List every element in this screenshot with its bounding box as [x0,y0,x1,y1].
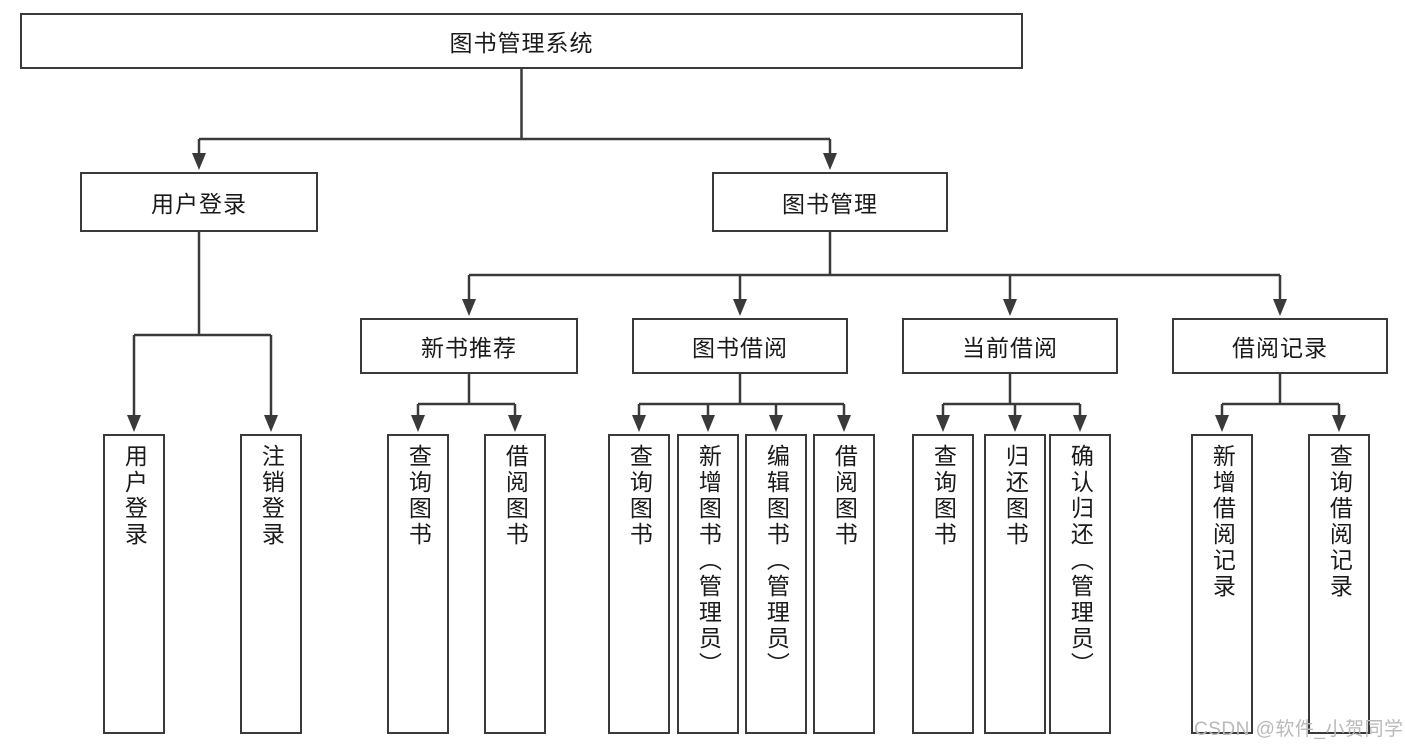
node-book-manage[interactable]: 图书管理 [712,172,948,232]
node-label: 当前借阅 [962,335,1058,361]
node-label: 图书管理 [782,191,878,217]
node-leaf-rec-query-record[interactable]: 查询借阅记录 [1308,434,1370,734]
node-borrow-record[interactable]: 借阅记录 [1172,318,1388,374]
node-book-borrow[interactable]: 图书借阅 [632,318,848,374]
node-label: 查询借阅记录 [1326,444,1353,600]
node-leaf-borrow-borrow-book[interactable]: 借阅图书 [813,434,875,734]
node-leaf-cur-query-book[interactable]: 查询图书 [912,434,974,734]
arrowhead-book-manage [823,153,837,170]
watermark-label: CSDN @软件_小贺同学 [1194,719,1404,740]
node-leaf-rec-borrow-book[interactable]: 借阅图书 [484,434,546,734]
node-label: 注销登录 [258,444,285,548]
arrowhead-current-borrow [1003,299,1017,316]
arrowhead-book-borrow [733,299,747,316]
arrowhead-leaf-borrow-query-book [632,415,646,432]
node-label: 查询图书 [626,444,653,548]
arrowhead-leaf-borrow-edit-book [769,415,783,432]
node-label: 新增图书（管理员） [695,444,722,678]
arrowhead-leaf-rec-borrow-book [508,415,522,432]
arrowhead-leaf-borrow-borrow-book [837,415,851,432]
node-label: 查询图书 [930,444,957,548]
node-leaf-borrow-edit-book[interactable]: 编辑图书（管理员） [745,434,807,734]
node-leaf-user-logout[interactable]: 注销登录 [240,434,302,734]
arrowhead-borrow-record [1273,299,1287,316]
arrowhead-leaf-rec-query-record [1332,415,1346,432]
node-label: 图书管理系统 [449,30,594,56]
node-label: 借阅图书 [831,444,858,548]
node-label: 借阅图书 [502,444,529,548]
arrowhead-leaf-user-logout [264,415,278,432]
node-user-login[interactable]: 用户登录 [80,172,318,232]
node-leaf-rec-add-record[interactable]: 新增借阅记录 [1191,434,1253,734]
arrowhead-leaf-cur-confirm-return [1073,415,1087,432]
node-label: 用户登录 [151,191,247,217]
node-label: 用户登录 [121,444,148,548]
node-label: 归还图书 [1002,444,1029,548]
arrowhead-leaf-cur-return-book [1008,415,1022,432]
arrowhead-new-book-rec [462,299,476,316]
node-label: 新增借阅记录 [1209,444,1236,600]
arrowhead-user-login [192,153,206,170]
node-label: 图书借阅 [692,335,788,361]
node-label: 确认归还（管理员） [1067,444,1094,678]
node-label: 编辑图书（管理员） [763,444,790,678]
arrowhead-leaf-user-login [127,415,141,432]
node-label: 新书推荐 [421,335,517,361]
node-label: 查询图书 [405,444,432,548]
node-root[interactable]: 图书管理系统 [20,13,1023,69]
node-leaf-rec-query-book[interactable]: 查询图书 [387,434,449,734]
node-new-book-rec[interactable]: 新书推荐 [360,318,578,374]
arrowhead-leaf-cur-query-book [936,415,950,432]
arrowhead-leaf-borrow-add-book [701,415,715,432]
node-leaf-user-login[interactable]: 用户登录 [103,434,165,734]
node-label: 借阅记录 [1232,335,1328,361]
node-leaf-cur-return-book[interactable]: 归还图书 [984,434,1046,734]
arrowhead-leaf-rec-query-book [411,415,425,432]
arrowhead-leaf-rec-add-record [1215,415,1229,432]
node-leaf-borrow-add-book[interactable]: 新增图书（管理员） [677,434,739,734]
node-current-borrow[interactable]: 当前借阅 [902,318,1118,374]
node-leaf-cur-confirm-return[interactable]: 确认归还（管理员） [1049,434,1111,734]
node-leaf-borrow-query-book[interactable]: 查询图书 [608,434,670,734]
